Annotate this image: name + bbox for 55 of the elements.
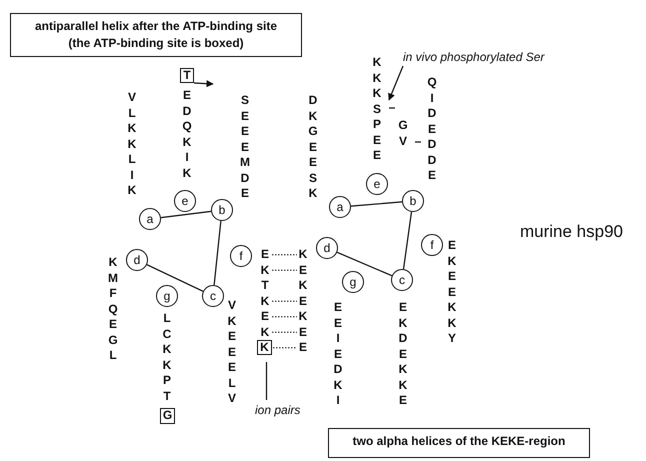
note-box xyxy=(10,13,302,57)
residue-column: V L K K L I K xyxy=(126,90,138,198)
position-letter: c xyxy=(209,289,217,303)
boxed-residue: G xyxy=(160,408,175,424)
residue-column: E E I E D K I xyxy=(332,300,344,408)
annotation-text: ion pairs xyxy=(255,403,315,419)
residue-column: E K D E K K E xyxy=(397,300,409,408)
connector-line xyxy=(160,210,212,218)
position-letter: b xyxy=(408,194,418,208)
connector-line xyxy=(350,201,402,207)
dotted-line xyxy=(272,347,298,348)
residue-column: K K K S P E E xyxy=(371,55,383,164)
diagram-label: murine hsp90 xyxy=(520,222,624,242)
dotted-line xyxy=(272,254,298,256)
position-letter: a xyxy=(336,200,344,214)
dotted-line xyxy=(272,316,298,318)
residue-column: Q I D E D D E xyxy=(426,75,438,184)
position-letter: a xyxy=(146,212,154,226)
position-letter: d xyxy=(132,253,142,267)
pointer-arrow xyxy=(194,80,214,88)
note-text: antiparallel helix after the ATP-binding site xyxy=(34,18,278,35)
leader-line xyxy=(266,362,268,400)
pointer-arrow xyxy=(388,66,404,101)
connector-line xyxy=(214,220,222,286)
position-letter: f xyxy=(429,238,435,252)
annotation-text: in vivo phosphorylated Ser xyxy=(403,50,583,66)
position-letter: c xyxy=(398,273,406,287)
connector-line xyxy=(336,252,392,276)
dotted-line xyxy=(272,270,298,271)
residue-column: D K G E E S K xyxy=(307,93,319,202)
note-text: (the ATP-binding site is boxed) xyxy=(67,35,245,52)
connector-line xyxy=(402,212,412,270)
dotted-line xyxy=(272,332,298,333)
boxed-residue: K xyxy=(257,340,272,355)
position-letter: b xyxy=(218,203,226,217)
position-letter: f xyxy=(238,249,244,263)
position-letter: d xyxy=(322,241,332,255)
residue-column: K E K E K E E xyxy=(297,247,309,356)
position-letter: g xyxy=(348,275,358,289)
connector-line xyxy=(146,264,204,292)
position-letter: e xyxy=(180,194,190,208)
residue-column: E D Q K I K xyxy=(181,88,193,181)
position-letter: e xyxy=(372,177,382,191)
note-box xyxy=(328,428,590,458)
residue-column: E K E E K K Y xyxy=(446,238,458,346)
residue-column: L C K K P T xyxy=(161,311,173,404)
residue-column: E K T K E K xyxy=(259,247,271,340)
residue-column: S E E E M D E xyxy=(239,93,251,202)
residue-column: V K E E E L V xyxy=(226,298,238,406)
residue-column: G V xyxy=(397,118,409,149)
boxed-residue: T xyxy=(180,68,194,83)
residue-column: K M F Q E G L xyxy=(107,255,119,364)
dotted-line xyxy=(272,300,298,302)
position-letter: g xyxy=(162,289,172,303)
note-text: two alpha helices of the KEKE-region xyxy=(352,433,566,450)
